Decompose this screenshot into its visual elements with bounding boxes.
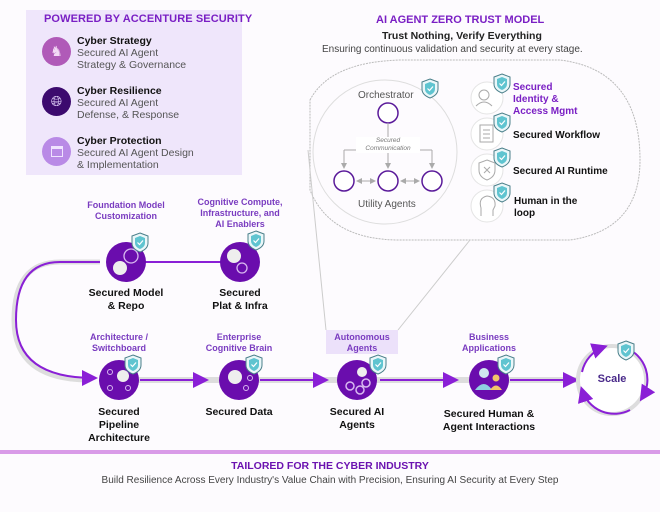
shield-icon <box>421 78 439 99</box>
footer-title: TAILORED FOR THE CYBER INDUSTRY <box>231 460 429 472</box>
brain-gear-icon <box>106 242 146 282</box>
cloud-chip-icon <box>220 242 260 282</box>
connector-line <box>397 239 471 331</box>
shield-icon <box>493 182 511 203</box>
shield-icon <box>245 354 263 375</box>
agent-gears-icon <box>337 360 377 400</box>
user-search-icon <box>470 81 504 115</box>
node-label: Secured Data <box>205 406 273 418</box>
item-line: Defense, & Response <box>77 109 180 121</box>
orchestrator-node <box>377 102 399 124</box>
zt-item-workflow: Secured Workflow <box>513 130 601 141</box>
item-line: Strategy & Governance <box>77 59 187 71</box>
item-title: Cyber Resilience <box>77 85 162 97</box>
orchestrator-label: Orchestrator <box>358 90 414 101</box>
scale-label: Scale <box>597 373 627 385</box>
zero-trust-outline <box>309 59 641 241</box>
shield-icon <box>493 147 511 168</box>
flow-loop <box>14 261 100 386</box>
powered-by-title: POWERED BY ACCENTURE SECURITY <box>44 13 253 25</box>
item-line: Secured AI Agent <box>77 97 159 109</box>
item-line: Secured AI Agent Design <box>77 147 194 159</box>
shield-icon <box>617 340 635 361</box>
connector-line <box>307 149 327 331</box>
item-line: Secured AI Agent <box>77 47 159 59</box>
category-label: Architecture /Switchboard <box>89 332 149 353</box>
zero-trust-title: AI AGENT ZERO TRUST MODEL <box>376 14 545 26</box>
item-title: Cyber Protection <box>77 135 162 147</box>
item-line: & Implementation <box>77 159 159 171</box>
browser-lock-icon <box>42 137 71 166</box>
shield-icon <box>369 354 387 375</box>
shield-icon <box>497 354 515 375</box>
utility-agent-node <box>377 170 399 192</box>
chess-knight-icon: ♞ <box>42 37 71 66</box>
footer-divider <box>0 450 660 454</box>
item-title: Cyber Strategy <box>77 35 152 47</box>
utility-agent-node <box>421 170 443 192</box>
zero-trust-subtitle: Trust Nothing, Verify Everything <box>382 30 542 42</box>
head-gears-icon <box>470 189 504 223</box>
utility-agents-label: Utility Agents <box>358 199 416 210</box>
autonomous-agents-highlight <box>326 330 398 354</box>
shield-icon <box>493 112 511 133</box>
footer-description: Build Resilience Across Every Industry's… <box>101 475 559 486</box>
utility-agent-node <box>333 170 355 192</box>
node-label: Secured Human &Agent Interactions <box>442 408 536 433</box>
flow-loop-track <box>11 259 100 383</box>
zero-trust-description: Ensuring continuous validation and secur… <box>322 44 583 55</box>
node-label: Secured Model& Repo <box>88 287 164 312</box>
shield-icon <box>131 232 149 253</box>
people-icon <box>469 360 509 400</box>
zt-item-runtime: Secured AI Runtime <box>513 166 608 177</box>
orchestrator-boundary <box>312 79 458 225</box>
shield-icon <box>493 73 511 94</box>
shield-icon <box>124 354 142 375</box>
shield-icon <box>247 230 265 251</box>
globe-check-icon: 🌐︎ <box>42 87 71 116</box>
